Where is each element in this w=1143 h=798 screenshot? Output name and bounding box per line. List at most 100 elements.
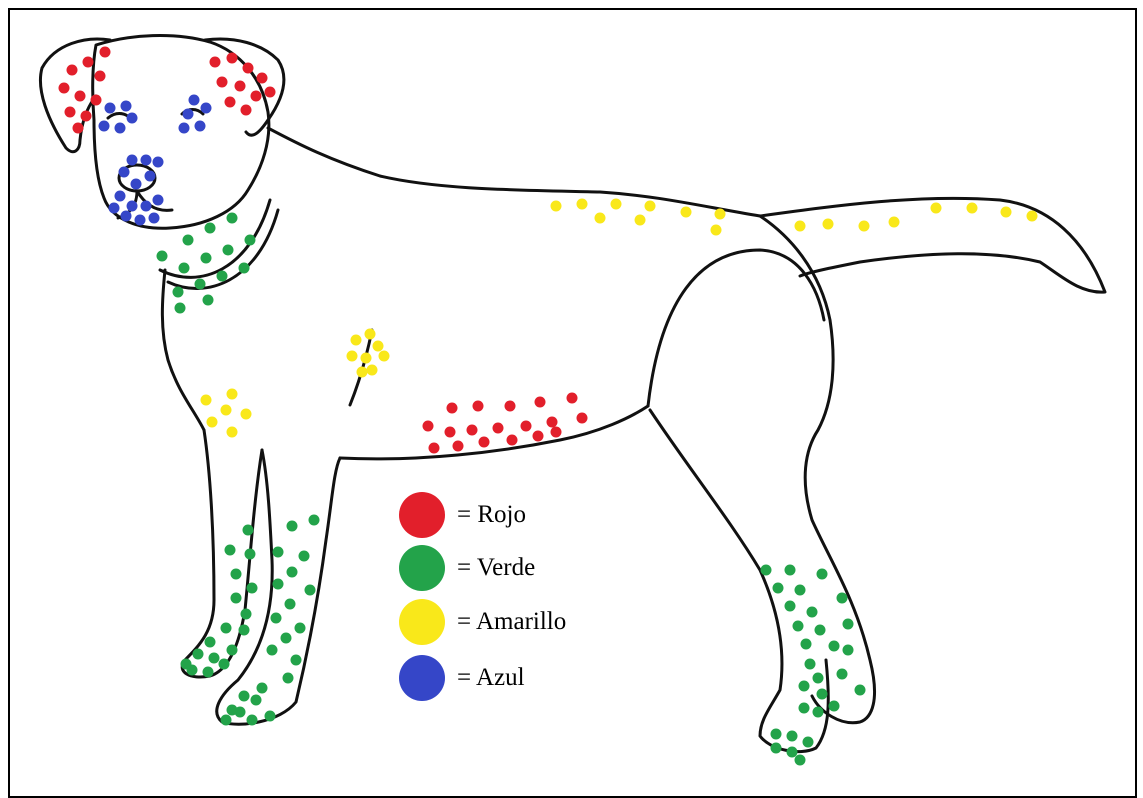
red-dot (507, 435, 518, 446)
green-dot (829, 701, 840, 712)
blue-dot (135, 215, 146, 226)
green-dot (807, 607, 818, 618)
dots-hind-leg (761, 565, 866, 766)
dots-belly (423, 393, 588, 454)
yellow-swatch-icon (399, 599, 445, 645)
green-swatch-icon (399, 545, 445, 591)
green-dot (227, 645, 238, 656)
blue-dot (105, 103, 116, 114)
blue-dot (127, 201, 138, 212)
yellow-dot (859, 221, 870, 232)
yellow-dot (357, 367, 368, 378)
legend-item-red: = Rojo (399, 492, 526, 538)
green-dot (219, 659, 230, 670)
yellow-dot (931, 203, 942, 214)
yellow-dot (635, 215, 646, 226)
green-dot (801, 639, 812, 650)
green-dot (813, 673, 824, 684)
green-dot (787, 731, 798, 742)
red-dot (535, 397, 546, 408)
green-dot (223, 245, 234, 256)
green-dot (795, 585, 806, 596)
green-dot (803, 737, 814, 748)
blue-dot (145, 171, 156, 182)
green-dot (855, 685, 866, 696)
red-dot (95, 71, 106, 82)
red-dot (467, 425, 478, 436)
red-dot (91, 95, 102, 106)
blue-dot (121, 211, 132, 222)
red-dot (251, 91, 262, 102)
green-dot (771, 729, 782, 740)
chest-outline (162, 270, 204, 430)
green-dot (817, 569, 828, 580)
red-dot (210, 57, 221, 68)
dots-left-eye (99, 101, 138, 134)
yellow-dot (577, 199, 588, 210)
green-dot (251, 695, 262, 706)
belly-outline (340, 406, 648, 459)
green-dot (243, 525, 254, 536)
yellow-dot (889, 217, 900, 228)
green-dot (257, 683, 268, 694)
dots-shoulder (201, 389, 252, 438)
green-dot (299, 551, 310, 562)
yellow-dot (201, 395, 212, 406)
blue-dot (99, 121, 110, 132)
green-dot (285, 599, 296, 610)
red-dot (551, 427, 562, 438)
dots-elbow (347, 329, 390, 378)
red-dot (479, 437, 490, 448)
green-dot (183, 235, 194, 246)
green-dot (817, 689, 828, 700)
red-dot (493, 423, 504, 434)
green-dot (305, 585, 316, 596)
red-dot (577, 413, 588, 424)
blue-dot (119, 167, 130, 178)
legend-label-yellow: = Amarillo (457, 608, 566, 636)
green-dot (239, 625, 250, 636)
green-dot (287, 567, 298, 578)
green-dot (247, 583, 258, 594)
green-dot (291, 655, 302, 666)
legend-item-green: = Verde (399, 545, 535, 591)
green-dot (227, 213, 238, 224)
yellow-dot (967, 203, 978, 214)
red-dot (235, 81, 246, 92)
green-dot (247, 715, 258, 726)
yellow-dot (361, 353, 372, 364)
green-dot (281, 633, 292, 644)
green-dot (843, 619, 854, 630)
blue-dot (195, 121, 206, 132)
green-dot (267, 645, 278, 656)
green-dot (201, 253, 212, 264)
dots-right-eye (179, 95, 212, 134)
red-dot (429, 443, 440, 454)
red-dot (453, 441, 464, 452)
blue-dot (179, 123, 190, 134)
dots-left-ear (59, 47, 111, 134)
green-dot (773, 583, 784, 594)
green-dot (273, 579, 284, 590)
blue-dot (153, 195, 164, 206)
red-dot (547, 417, 558, 428)
blue-dot (141, 155, 152, 166)
red-dot (67, 65, 78, 76)
green-dot (175, 303, 186, 314)
yellow-dot (595, 213, 606, 224)
red-dot (533, 431, 544, 442)
blue-dot (153, 157, 164, 168)
red-dot (265, 87, 276, 98)
green-dot (173, 287, 184, 298)
red-dot (217, 77, 228, 88)
red-dot (447, 403, 458, 414)
green-dot (239, 263, 250, 274)
green-dot (203, 667, 214, 678)
red-dot (241, 105, 252, 116)
hind-leg-outline (760, 216, 875, 723)
tail-outline (760, 198, 1105, 292)
blue-dot (183, 109, 194, 120)
red-dot (473, 401, 484, 412)
yellow-dot (715, 209, 726, 220)
